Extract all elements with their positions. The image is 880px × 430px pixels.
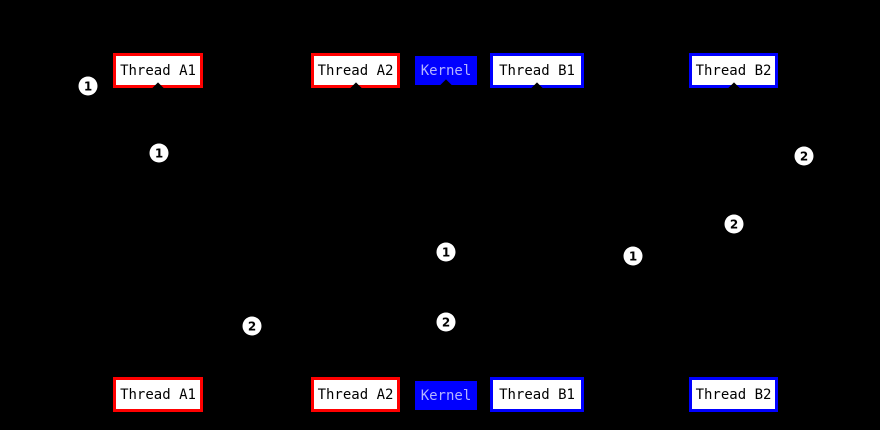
participant-footer-thread-b2: Thread B2 <box>689 377 778 412</box>
sequence-number-badge: 2 <box>242 316 262 336</box>
sequence-number-badge: 1 <box>149 143 169 163</box>
participant-label: Thread A1 <box>120 386 196 403</box>
sequence-number-badge: 1 <box>78 76 98 96</box>
sequence-number-badge: 2 <box>724 214 744 234</box>
participant-label: Thread A2 <box>317 386 394 403</box>
participant-header-thread-a1: Thread A1 <box>113 53 203 88</box>
sequence-number-badge: 2 <box>794 146 814 166</box>
sequence-number-badge: 1 <box>436 242 456 262</box>
participant-label: Thread B2 <box>695 62 772 79</box>
participant-header-thread-b1: Thread B1 <box>490 53 584 88</box>
participant-footer-thread-b1: Thread B1 <box>490 377 584 412</box>
participant-label: Kernel <box>420 387 472 404</box>
participant-label: Thread B2 <box>695 386 772 403</box>
participant-footer-kernel: Kernel <box>415 381 477 410</box>
participant-label: Thread B1 <box>499 62 575 79</box>
participant-footer-thread-a2: Thread A2 <box>311 377 400 412</box>
participant-label: Thread A1 <box>120 62 196 79</box>
participant-label: Thread B1 <box>499 386 575 403</box>
participant-label: Thread A2 <box>317 62 394 79</box>
sequence-number-badge: 1 <box>623 246 643 266</box>
participant-label: Kernel <box>420 62 472 79</box>
sequence-number-badge: 2 <box>436 312 456 332</box>
participant-footer-thread-a1: Thread A1 <box>113 377 203 412</box>
